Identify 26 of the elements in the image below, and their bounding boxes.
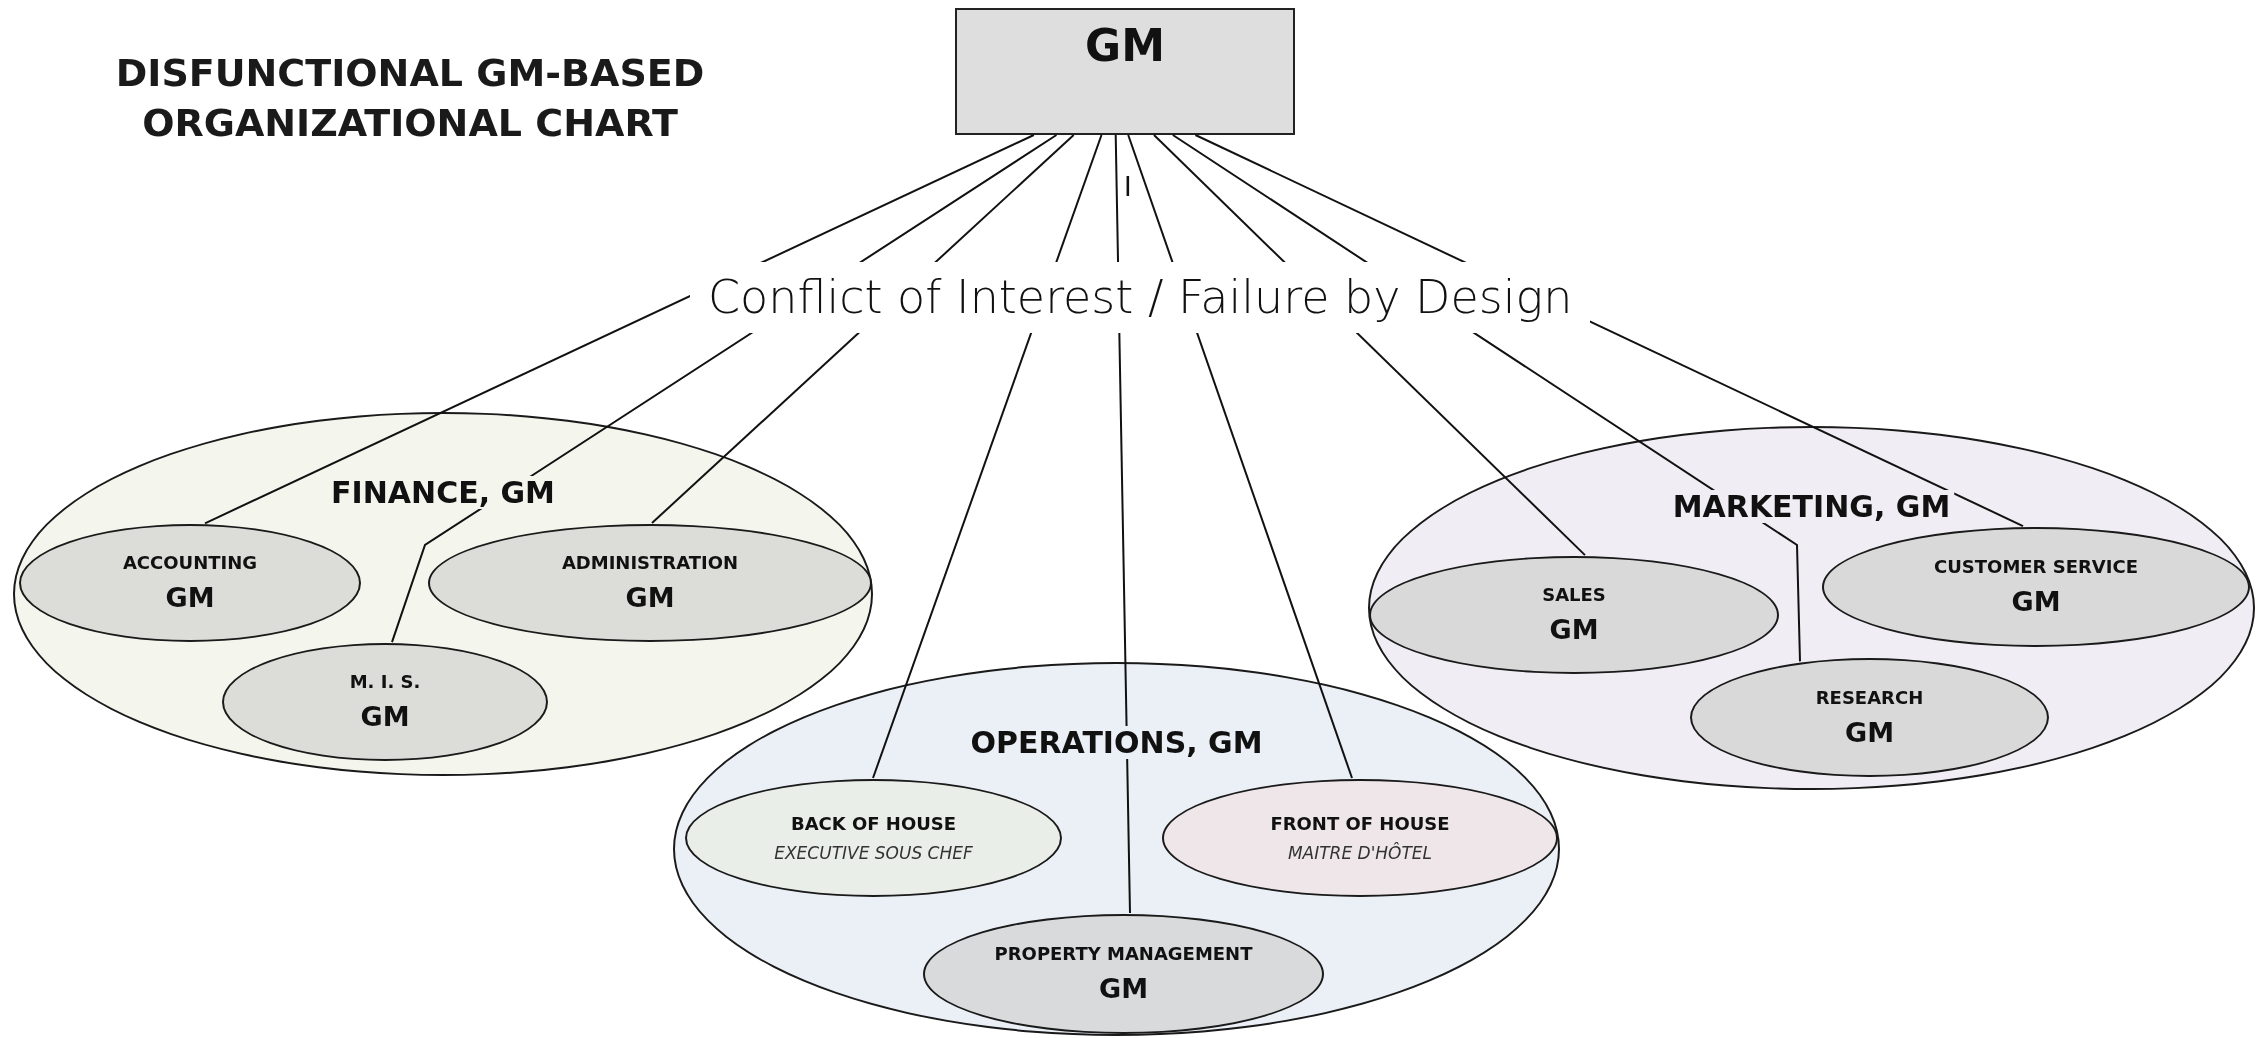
mark-label: I xyxy=(1124,174,1132,200)
unit-head: GM xyxy=(625,583,675,613)
unit-name: BACK OF HOUSE xyxy=(790,813,957,834)
banner-text: Conflict of Interest / Failure by Design xyxy=(690,262,1591,334)
unit-head: GM xyxy=(1099,974,1148,1004)
connector-line xyxy=(204,134,1035,525)
box-title: GM xyxy=(1085,24,1165,68)
unit-name: SALES xyxy=(1542,585,1606,606)
unit-name: ADMINISTRATION xyxy=(561,553,739,574)
role-title: MAITRE D'HÔTEL xyxy=(1287,843,1433,863)
connector-line xyxy=(872,134,1103,779)
chart-title: DISFUNCTIONAL GM-BASED ORGANIZATIONAL CHART xyxy=(114,50,706,147)
gm-box xyxy=(955,8,1295,135)
unit-head: GM xyxy=(165,583,215,613)
role-title: EXECUTIVE SOUS CHEF xyxy=(774,843,973,863)
unit-head: GM xyxy=(1549,615,1599,645)
unit-head: GM xyxy=(1845,717,1894,748)
unit-name: ACCOUNTING xyxy=(122,553,258,574)
unit-name: FRONT OF HOUSE xyxy=(1270,813,1450,834)
unit-name: PROPERTY MANAGEMENT xyxy=(994,944,1253,965)
unit-name: CUSTOMER SERVICE xyxy=(1934,557,2138,578)
unit-name: M. I. S. xyxy=(349,672,421,693)
unit-head: GM xyxy=(360,702,410,732)
unit-name: RESEARCH xyxy=(1815,687,1924,708)
connector-line xyxy=(1127,134,1353,780)
unit-head: GM xyxy=(2011,587,2061,617)
